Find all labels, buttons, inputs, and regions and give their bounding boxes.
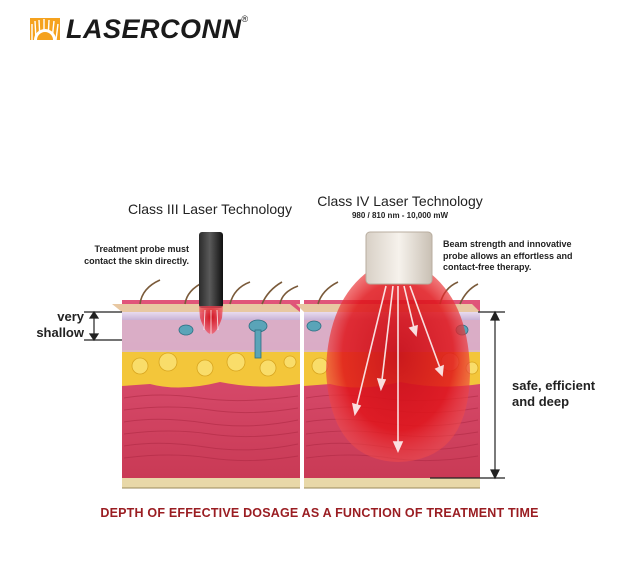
class4-note-line: probe allows an effortless and bbox=[443, 250, 573, 261]
class3-note-line: Treatment probe must bbox=[94, 244, 189, 254]
deep-line: and deep bbox=[512, 394, 570, 409]
diagram-caption: DEPTH OF EFFECTIVE DOSAGE AS A FUNCTION … bbox=[100, 506, 539, 520]
shallow-depth-label: very shallow bbox=[20, 309, 84, 341]
shallow-line: shallow bbox=[36, 325, 84, 340]
class4-title: Class IV Laser Technology bbox=[317, 193, 483, 209]
shallow-depth-bracket bbox=[84, 310, 122, 342]
class4-note-line: contact-free therapy. bbox=[443, 262, 532, 272]
brand-name: LASERCONN bbox=[66, 14, 242, 44]
registered-mark: ® bbox=[241, 14, 249, 24]
class3-probe bbox=[199, 232, 223, 308]
deep-line: safe, efficient bbox=[512, 378, 596, 393]
class3-note-line: contact the skin directly. bbox=[84, 255, 189, 266]
skin-block-class4 bbox=[296, 231, 480, 489]
class4-note: Beam strength and innovative probe allow… bbox=[443, 239, 613, 274]
class3-note: Treatment probe must contact the skin di… bbox=[45, 244, 189, 267]
class3-title: Class III Laser Technology bbox=[128, 201, 292, 217]
class4-note-line: Beam strength and innovative bbox=[443, 239, 572, 249]
brand-logo-text: LASERCONN® bbox=[66, 14, 249, 45]
shallow-line: very bbox=[57, 309, 84, 324]
deep-depth-label: safe, efficient and deep bbox=[512, 378, 622, 410]
class4-probe-head bbox=[365, 231, 433, 285]
class4-spec: 980 / 810 nm - 10,000 mW bbox=[351, 211, 449, 220]
sunburst-logo-icon bbox=[30, 18, 60, 40]
deep-depth-bracket bbox=[430, 310, 505, 480]
skin-block-class3 bbox=[112, 232, 300, 489]
